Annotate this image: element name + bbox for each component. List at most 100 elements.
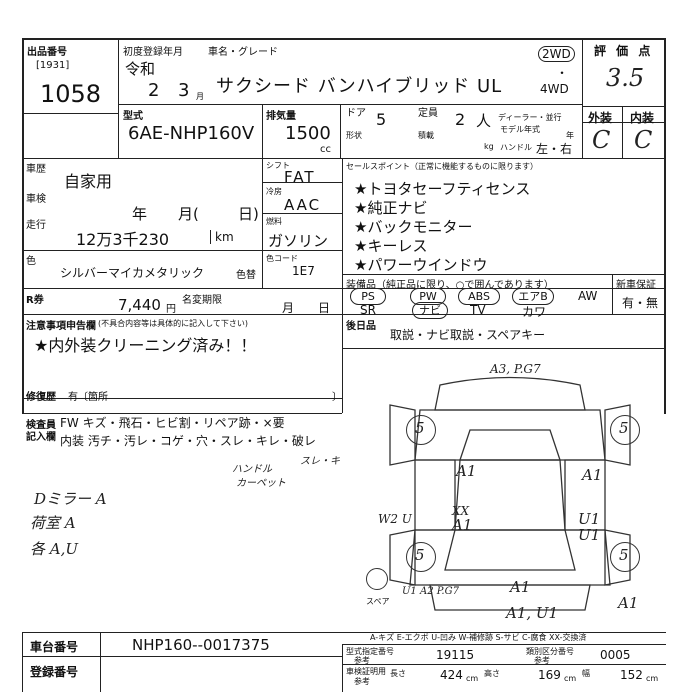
equip-leather: カワ (522, 305, 547, 319)
bottom-col-2 (342, 644, 343, 692)
col-shift (262, 158, 263, 288)
bottom-col (100, 632, 101, 692)
equip-line (342, 274, 666, 275)
length-value: 424 (440, 668, 463, 682)
color-value: シルバーマイカメタリック (60, 266, 205, 280)
front-section (414, 409, 606, 461)
score-label: 評 価 点 (594, 44, 654, 58)
left-rear-fender (389, 529, 416, 586)
type-label: 型式指定番号 (346, 647, 394, 656)
name-change-label: 名変期限 (182, 295, 222, 306)
bottom-line-3 (342, 644, 666, 645)
after-text: 取説・ナビ取説・スペアキー (390, 328, 546, 342)
equip-abs: ABS (458, 288, 500, 305)
engine-unit: cc (320, 144, 331, 155)
left-side (414, 459, 456, 531)
wheel-front-right (610, 415, 640, 445)
score-split-2 (582, 122, 666, 123)
col-score (582, 38, 583, 158)
height-unit: cm (564, 674, 577, 683)
score-col (622, 106, 623, 158)
score-value: 3.5 (606, 64, 645, 92)
ac-value: AAC (284, 196, 322, 214)
height-value: 169 (538, 668, 561, 682)
capacity-value: 2 (455, 110, 466, 129)
inspection-label: 車検 (26, 194, 46, 205)
drive-2wd: 2WD (538, 46, 575, 62)
score-ext-label: 外装 (588, 111, 613, 125)
inspection-year: 年 (132, 205, 148, 223)
inspection-month: 月( (178, 205, 199, 223)
hw-cargo-note: 荷室 A (30, 514, 76, 532)
score-int: C (634, 126, 653, 154)
frame-right (664, 38, 666, 414)
engine-label: 排気量 (266, 111, 296, 122)
dmg-side: W2 U (378, 512, 412, 526)
model-value: 6AE-NHP160V (128, 123, 255, 144)
drive-4wd: 4WD (540, 82, 569, 96)
engine-value: 1500 (285, 123, 331, 144)
after-label: 後日品 (346, 321, 376, 332)
repair-label: 修復歴 (26, 392, 56, 403)
hw-carpet: カーペット (236, 478, 286, 489)
car-label: 車名・グレード (208, 47, 278, 58)
score-ext: C (592, 126, 611, 154)
doors-label: ドア (346, 108, 366, 119)
shift-line (262, 182, 342, 183)
after-line (342, 348, 666, 349)
dmg-roof: A3, P.G7 (490, 362, 541, 376)
row-line-2 (22, 250, 342, 251)
model-year-label: モデル年式 (500, 125, 540, 134)
mileage-value: 12万3千230 (76, 230, 170, 249)
dmg-bottom: A1, U1 (506, 604, 559, 622)
name-change-month: 月 (282, 301, 295, 315)
warranty-col (612, 274, 613, 314)
sales-point: ★トヨタセーフティセンス (354, 180, 531, 198)
wheel-rl-mark: 5 (415, 546, 425, 564)
class-label: 類別区分番号 (526, 647, 574, 656)
ac-label: 冷房 (266, 187, 282, 196)
col-mid (342, 158, 343, 413)
color-label: 色 (26, 256, 36, 267)
dmg-fr: A1 (582, 466, 603, 484)
registration-era: 令和 (125, 60, 156, 78)
mileage-label: 走行 (26, 220, 46, 231)
dmg-br: A1 (618, 594, 639, 612)
row-line-1 (22, 158, 666, 159)
col-engine (262, 104, 263, 158)
fuel-value: ガソリン (268, 232, 329, 250)
reg-number-label: 登録番号 (30, 665, 79, 679)
row-line-6 (22, 413, 342, 414)
shift-value: FAT (284, 168, 316, 186)
notes-label: 注意事項申告欄 (26, 321, 96, 332)
dmg-rr1: U1 (578, 510, 601, 528)
bottom-line-4 (342, 664, 666, 665)
registration-label: 初度登録年月 (123, 47, 183, 58)
right-front-fender (604, 404, 631, 466)
dealer-label: ディーラー・並行 (498, 113, 562, 122)
registration-month: 3 (178, 80, 190, 101)
class-ref: 参考 (534, 656, 550, 665)
drive-dot: ・ (556, 66, 569, 80)
width-label: 幅 (582, 669, 590, 678)
roof-top (434, 376, 586, 411)
notes-text: ★内外装クリーニング済み！！ (34, 336, 257, 355)
rear-glass (444, 529, 576, 571)
col-lot (118, 38, 119, 158)
length-label: 長さ (390, 669, 406, 678)
left-front-fender (389, 404, 416, 466)
spare-label: スペア (366, 597, 390, 606)
dims-label1: 車検証明用 (346, 667, 386, 676)
wheel-rear-left (406, 542, 436, 572)
color-code-label: 色コード (266, 254, 298, 263)
equipment-label: 装備品（純正品に限り、○で囲んであります） (346, 280, 554, 291)
lot-sub: [1931] (36, 60, 70, 71)
shape-label: 形状 (346, 131, 362, 140)
frame-left (22, 38, 24, 414)
model-line (118, 104, 582, 105)
model-year-unit: 年 (566, 131, 574, 140)
warranty-value: 有・無 (622, 296, 659, 310)
hw-each-note: 各 A,U (30, 540, 79, 558)
row-line-4 (22, 314, 666, 315)
